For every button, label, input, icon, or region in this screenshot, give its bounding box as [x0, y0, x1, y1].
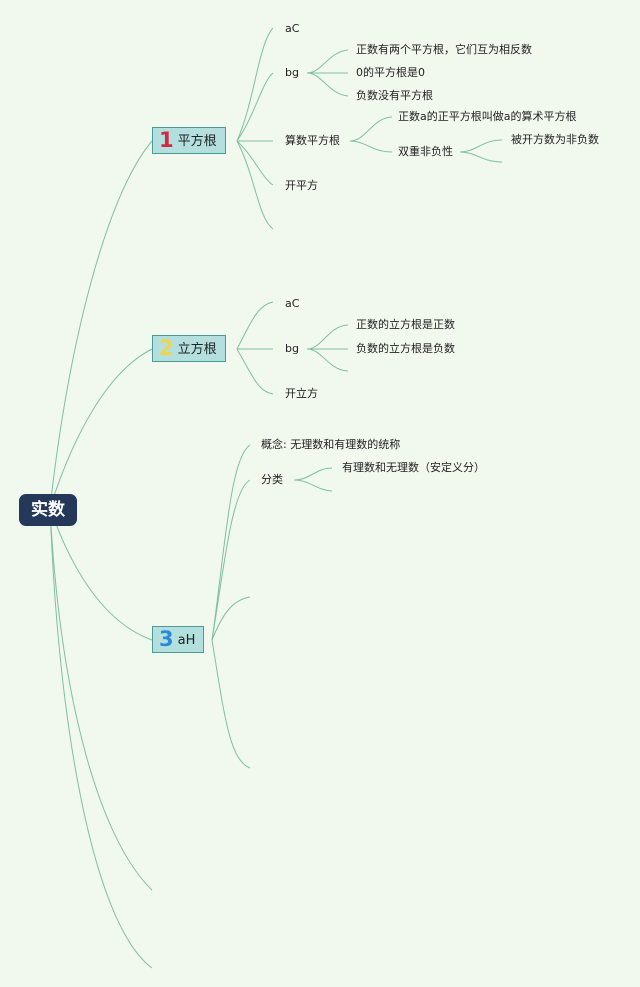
edge-b3-concept: [211, 444, 251, 641]
edge-b1-open: [236, 140, 274, 186]
b1-item-arith-sqrt[interactable]: 算数平方根: [285, 134, 340, 147]
edge-sqrt-c1: [349, 116, 393, 142]
b1-sqrt-child-1[interactable]: 正数a的正平方根叫做a的算术平方根: [398, 110, 577, 123]
edge-class-empty: [293, 479, 333, 492]
branch-number-2: 2: [159, 336, 174, 360]
b2-item-ac[interactable]: aC: [285, 297, 300, 310]
b1-bg-child-3[interactable]: 负数没有平方根: [356, 89, 433, 102]
b1-item-open[interactable]: 开平方: [285, 179, 318, 192]
b3-item-class[interactable]: 分类: [261, 473, 283, 486]
edge-dual-empty: [459, 151, 503, 163]
branch-number-1: 1: [159, 128, 174, 152]
b2-bg-child-1[interactable]: 正数的立方根是正数: [356, 318, 455, 331]
b2-bg-child-2[interactable]: 负数的立方根是负数: [356, 342, 455, 355]
root-node[interactable]: 实数: [19, 494, 77, 526]
edge-root-empty-2: [49, 507, 153, 969]
b1-bg-child-1[interactable]: 正数有两个平方根，它们互为相反数: [356, 43, 532, 56]
edge-dual-c1: [459, 139, 503, 153]
b1-bg-child-2[interactable]: 0的平方根是0: [356, 66, 425, 79]
b1-sqrt-child-2[interactable]: 双重非负性: [398, 145, 453, 158]
edge-bg2-empty: [306, 348, 349, 372]
b2-item-open[interactable]: 开立方: [285, 387, 318, 400]
b3-class-child-1[interactable]: 有理数和无理数（安定义分）: [342, 461, 485, 474]
branch-label-3: aH: [177, 633, 196, 648]
edge-b1-bg: [236, 72, 274, 142]
b1-dual-child-1[interactable]: 被开方数为非负数: [511, 133, 599, 146]
b1-item-bg[interactable]: bg: [285, 66, 299, 79]
edge-root-empty-1: [49, 507, 153, 891]
b1-item-ac[interactable]: aC: [285, 22, 300, 35]
edge-b3-class: [211, 479, 251, 641]
branch-label-2: 立方根: [177, 342, 217, 357]
edge-sqrt-c2: [349, 140, 393, 153]
edge-bg2-c1: [306, 324, 349, 350]
edge-root-branch-3: [49, 507, 153, 641]
edge-bg1-c1: [306, 49, 349, 74]
edge-bg1-c3: [306, 72, 349, 97]
edge-root-branch-2: [49, 348, 153, 509]
edge-class-c1: [293, 467, 333, 481]
b2-item-bg[interactable]: bg: [285, 342, 299, 355]
edge-b1-empty: [236, 140, 274, 230]
edge-root-branch-1: [49, 140, 153, 509]
edge-b2-ac: [236, 301, 274, 350]
edge-b1-ac: [236, 27, 274, 142]
edge-b3-empty-2: [211, 639, 251, 769]
edge-b2-open: [236, 348, 274, 395]
branch-label-1: 平方根: [177, 134, 217, 149]
branch-number-3: 3: [159, 627, 174, 651]
b3-item-concept[interactable]: 概念: 无理数和有理数的统称: [261, 438, 401, 451]
edge-b3-empty-1: [211, 596, 251, 641]
